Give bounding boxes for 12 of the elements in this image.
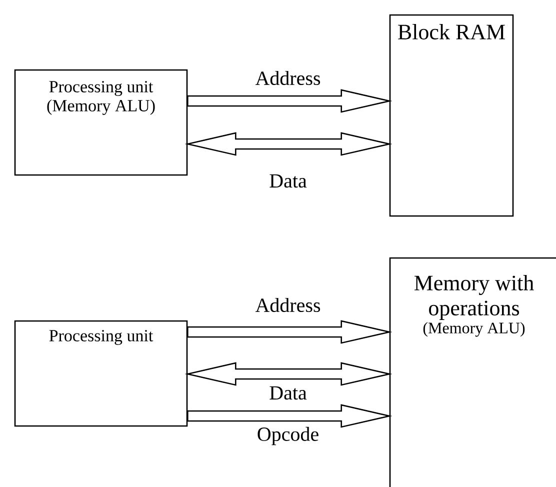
hollow-arrow [187,404,392,428]
edge-label: Address [254,70,322,86]
block-box: Memory with operations (Memory ALU) [389,257,556,487]
block-box: Processing unit [14,320,188,427]
hollow-arrow [187,89,392,113]
block-box: Block RAM [389,14,514,217]
hollow-arrow [187,320,392,344]
edge-label: Opcode [256,426,320,446]
edge-label: Address [254,296,322,314]
edge-label: Data [268,173,308,189]
block-box: Processing unit (Memory ALU) [14,69,188,176]
edge-label: Data [268,385,308,401]
